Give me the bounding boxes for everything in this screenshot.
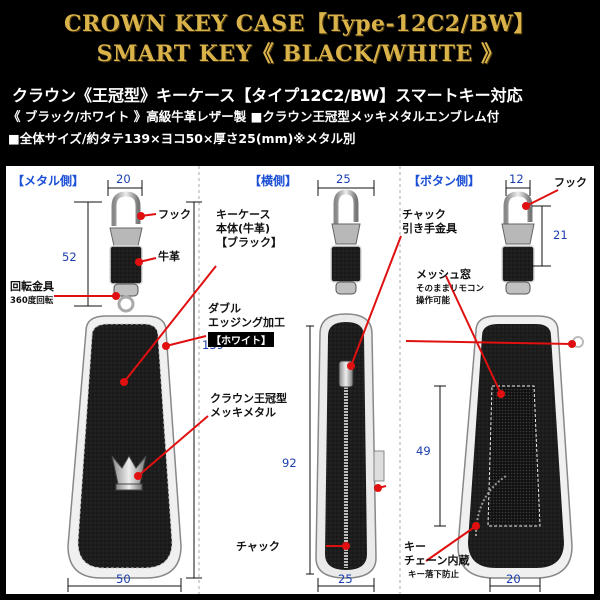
label-chain-note: キー落下防止 — [408, 570, 460, 580]
label-edging-line-2: エッジング加工 — [208, 316, 285, 329]
label-hook-right: フック — [554, 176, 587, 189]
dim-side-bottom-width: 25 — [338, 572, 353, 586]
title-line-2: SMART KEY《 BLACK/WHITE 》 — [96, 41, 504, 67]
label-mesh-line-2: そのままリモコン — [416, 284, 485, 294]
diagram-panel: 【メタル側】 【横側】 【ボタン側】 20 52 139 50 25 92 25… — [6, 166, 594, 594]
side-view — [315, 189, 385, 579]
section-side: 【横側】 — [249, 174, 298, 188]
dim-button-top-width: 12 — [509, 172, 524, 186]
label-zipper-pull-line-2: 引き手金具 — [402, 222, 457, 235]
subtitle-line-2: 《 ブラック/ホワイト 》高級牛革レザー製 ■クラウン王冠型メッキメタルエンブレ… — [8, 109, 500, 124]
section-button-side: 【ボタン側】 — [408, 174, 481, 188]
dim-mesh-height: 49 — [416, 444, 431, 458]
label-chain-line-2: チェーン内蔵 — [404, 554, 470, 567]
dim-side-height: 92 — [282, 456, 297, 470]
label-body-line-1: キーケース — [216, 208, 271, 221]
title-line-1: CROWN KEY CASE【Type-12C2/BW】 — [64, 11, 536, 37]
dim-metal-top-width: 20 — [116, 172, 131, 186]
dim-metal-upper-height: 52 — [62, 250, 77, 264]
label-swivel-note: 360度回転 — [10, 296, 54, 306]
product-views-illustration — [54, 166, 584, 594]
dim-metal-bottom-width: 50 — [116, 572, 131, 586]
dim-side-top-width: 25 — [336, 172, 351, 186]
button-side-view — [457, 191, 584, 579]
label-hook: フック — [158, 208, 191, 221]
section-metal-side: 【メタル側】 — [12, 174, 85, 188]
label-edging-badge: 【ホワイト】 — [208, 332, 274, 347]
dimension-lines — [67, 180, 551, 592]
label-swivel: 回転金具 — [10, 280, 54, 293]
label-mesh-line-3: 操作可能 — [416, 296, 451, 306]
label-edging-line-1: ダブル — [208, 302, 241, 315]
label-body-line-2: 本体(牛革) — [216, 222, 271, 235]
label-zipper-pull-line-1: チャック — [402, 208, 446, 221]
dim-button-upper-height: 21 — [553, 228, 568, 242]
subtitle-line-3: ■全体サイズ/約タテ139×ヨコ50×厚さ25(mm)※メタル別 — [8, 131, 356, 146]
label-emblem-line-1: クラウン王冠型 — [210, 392, 287, 405]
label-body-line-3: 【ブラック】 — [216, 236, 282, 249]
label-mesh-line-1: メッシュ窓 — [416, 268, 471, 281]
label-zipper: チャック — [236, 540, 280, 553]
label-chain-line-1: キー — [404, 540, 426, 553]
metal-side-view — [67, 191, 182, 579]
subtitle-line-1: クラウン《王冠型》キーケース【タイプ12C2/BW】スマートキー対応 — [12, 86, 523, 105]
pointer-lines — [54, 189, 576, 562]
label-leather: 牛革 — [158, 250, 180, 263]
dim-button-bottom-width: 20 — [506, 572, 521, 586]
label-emblem-line-2: メッキメタル — [210, 406, 276, 419]
